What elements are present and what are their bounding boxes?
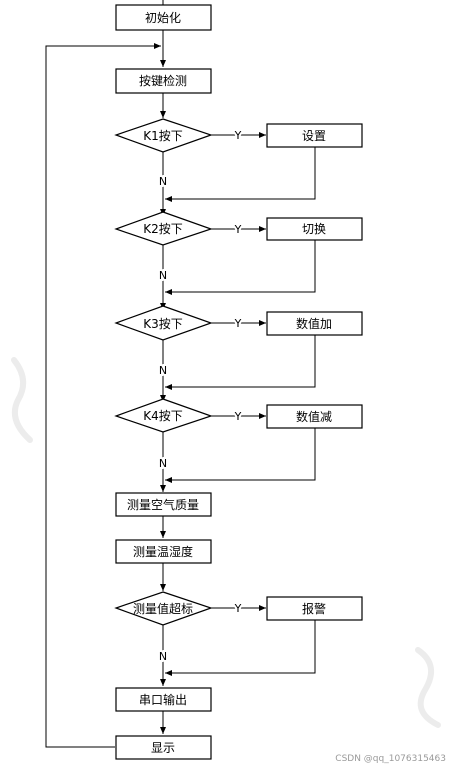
value-add-label: 数值加 <box>296 316 332 331</box>
flow-lines <box>45 0 316 748</box>
branch-labels: Y N Y N Y N Y N Y N <box>157 127 244 665</box>
yes-label-k1: Y <box>234 129 242 142</box>
k1-label: K1按下 <box>143 129 183 143</box>
set-box: 设置 <box>266 123 363 148</box>
over-limit-decision: 测量值超标 <box>114 591 213 626</box>
switch-label: 切换 <box>302 222 326 236</box>
set-label: 设置 <box>302 129 326 143</box>
background-watermark-strokes <box>11 357 441 728</box>
no-label-k3: N <box>159 364 167 377</box>
no-label-k2: N <box>159 269 167 282</box>
temp-humidity-box: 测量温湿度 <box>115 539 212 564</box>
k1-decision: K1按下 <box>114 118 213 153</box>
k3-label: K3按下 <box>143 317 183 331</box>
value-add-box: 数值加 <box>266 311 363 336</box>
display-label: 显示 <box>151 741 175 755</box>
init-box: 初始化 <box>115 4 212 31</box>
alarm-label: 报警 <box>302 601 326 616</box>
key-scan-label: 按键检测 <box>139 73 187 88</box>
k4-label: K4按下 <box>143 409 183 423</box>
yes-label-k2: Y <box>234 223 242 236</box>
no-label-k1: N <box>159 175 167 188</box>
air-quality-label: 测量空气质量 <box>127 497 199 512</box>
k4-decision: K4按下 <box>114 398 213 433</box>
k3-decision: K3按下 <box>114 305 213 341</box>
over-limit-label: 测量值超标 <box>133 601 193 616</box>
no-label-over-limit: N <box>159 650 167 663</box>
yes-label-k3: Y <box>234 317 242 330</box>
init-label: 初始化 <box>145 11 181 25</box>
alarm-box: 报警 <box>266 596 363 621</box>
serial-out-label: 串口输出 <box>139 692 187 707</box>
value-sub-label: 数值减 <box>296 409 332 424</box>
switch-box: 切换 <box>266 217 363 241</box>
k2-decision: K2按下 <box>114 211 213 246</box>
serial-out-box: 串口输出 <box>115 687 212 712</box>
yes-label-k4: Y <box>234 410 242 423</box>
no-label-k4: N <box>159 457 167 470</box>
value-sub-box: 数值减 <box>266 404 363 429</box>
display-box: 显示 <box>115 735 212 760</box>
k2-label: K2按下 <box>143 222 183 236</box>
key-scan-box: 按键检测 <box>115 68 212 94</box>
temp-humidity-label: 测量温湿度 <box>133 544 193 559</box>
yes-label-over-limit: Y <box>234 602 242 615</box>
air-quality-box: 测量空气质量 <box>115 492 212 517</box>
csdn-watermark: CSDN @qq_1076315463 <box>335 754 446 764</box>
